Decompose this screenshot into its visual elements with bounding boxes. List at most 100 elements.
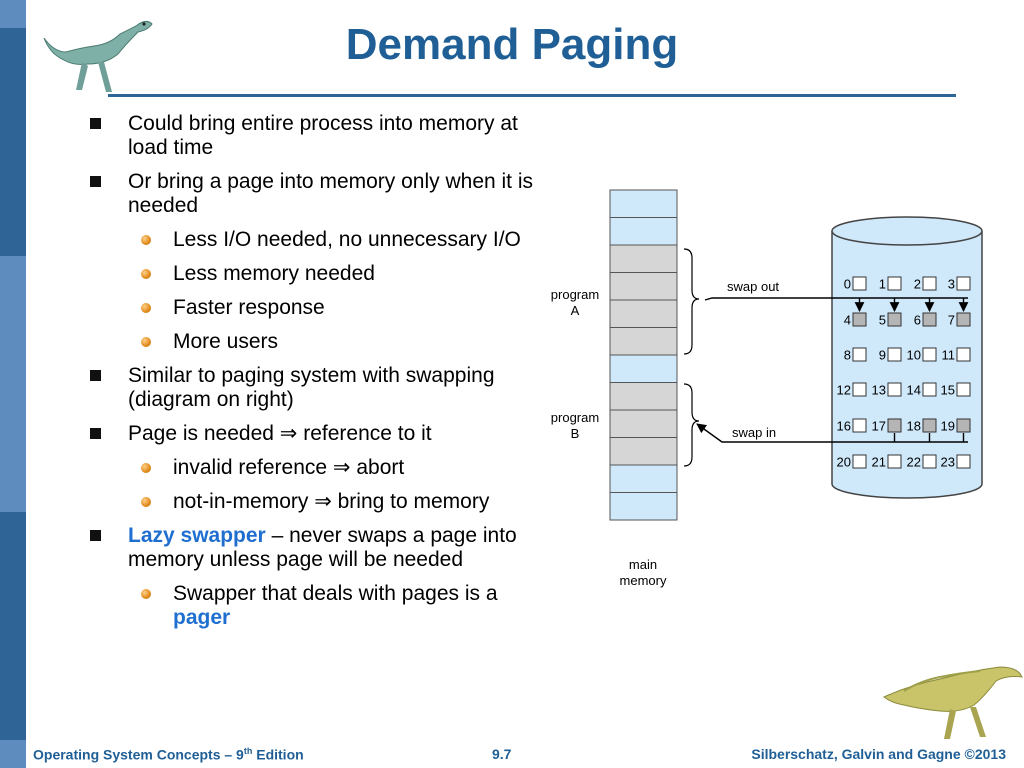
- page-number: 11: [942, 348, 956, 363]
- page-box: [852, 418, 867, 433]
- bullet-item: Page is needed ⇒ reference to it: [90, 422, 540, 446]
- page-number: 21: [872, 455, 886, 470]
- round-bullet-icon: [141, 235, 151, 245]
- sub-bullet-item: Less memory needed: [90, 262, 540, 286]
- sub-bullet-text: Less I/O needed, no unnecessary I/O: [173, 228, 521, 251]
- highlight-term: Lazy swapper: [128, 524, 266, 547]
- title-divider: [108, 94, 956, 97]
- page-box: [852, 347, 867, 362]
- page-box: [852, 454, 867, 469]
- memory-cell: [609, 327, 678, 356]
- page-number: 8: [844, 348, 851, 363]
- swap-out-label: swap out: [727, 279, 779, 294]
- square-bullet-icon: [90, 370, 101, 381]
- main-memory-label: memory: [620, 573, 667, 588]
- page-number: 19: [941, 419, 955, 434]
- dinosaur-corner-icon: [883, 666, 1023, 739]
- sub-bullet-item: Swapper that deals with pages is a pager: [90, 582, 540, 630]
- sub-bullet-text: More users: [173, 330, 279, 353]
- memory-cell: [609, 437, 678, 466]
- round-bullet-icon: [141, 303, 151, 313]
- page-box: [956, 418, 971, 433]
- swap-in-label: swap in: [732, 425, 776, 440]
- memory-cell: [609, 272, 678, 301]
- square-bullet-icon: [90, 118, 101, 129]
- sub-bullet-text: Swapper that deals with pages is a: [173, 582, 498, 605]
- footer-book-title: Operating System Concepts – 9: [33, 746, 244, 763]
- page-box: [922, 382, 937, 397]
- page-number: 4: [844, 313, 851, 328]
- memory-cell: [609, 299, 678, 328]
- page-box: [956, 347, 971, 362]
- program-b-brace: [683, 383, 700, 467]
- page-number: 17: [872, 419, 886, 434]
- page-box: [887, 418, 902, 433]
- page-box: [956, 382, 971, 397]
- page-box: [852, 276, 867, 291]
- page-number: 9: [879, 348, 886, 363]
- page-number: 2: [914, 277, 921, 292]
- round-bullet-icon: [141, 269, 151, 279]
- page-box: [922, 276, 937, 291]
- round-bullet-icon: [141, 337, 151, 347]
- square-bullet-icon: [90, 428, 101, 439]
- memory-cell: [609, 492, 678, 521]
- main-memory-label: main: [629, 557, 657, 572]
- page-number: 20: [837, 455, 851, 470]
- footer-authors: Silberschatz, Galvin and Gagne ©2013: [751, 746, 1006, 762]
- swap-in-arrow: [696, 423, 968, 443]
- bullet-list: Could bring entire process into memory a…: [90, 112, 540, 640]
- program-a-brace: [683, 248, 700, 355]
- memory-cell: [609, 354, 678, 383]
- page-box: [887, 454, 902, 469]
- memory-cell: [609, 189, 678, 218]
- page-number: 23: [941, 455, 955, 470]
- main-memory-column: [609, 189, 678, 521]
- left-sidebar-bar: [0, 0, 26, 768]
- page-box: [852, 312, 867, 327]
- page-number: 3: [948, 277, 955, 292]
- program-b-label: program: [551, 410, 599, 425]
- round-bullet-icon: [141, 497, 151, 507]
- page-box: [956, 454, 971, 469]
- footer-edition: Edition: [252, 746, 304, 763]
- round-bullet-icon: [141, 463, 151, 473]
- memory-cell: [609, 409, 678, 438]
- slide-title: Demand Paging: [345, 20, 679, 69]
- page-box: [887, 312, 902, 327]
- sidebar-band-bottom: [0, 740, 26, 768]
- bullet-item: Or bring a page into memory only when it…: [90, 170, 540, 218]
- page-number: 5: [879, 313, 886, 328]
- swap-out-arrow: [704, 297, 968, 301]
- page-number: 12: [837, 383, 851, 398]
- page-box: [956, 312, 971, 327]
- footer-slide-number: 9.7: [492, 746, 512, 762]
- page-box: [887, 382, 902, 397]
- swap-out-drops: [854, 298, 969, 312]
- sub-bullet-item: Less I/O needed, no unnecessary I/O: [90, 228, 540, 252]
- page-box: [956, 276, 971, 291]
- square-bullet-icon: [90, 176, 101, 187]
- page-number: 15: [941, 383, 955, 398]
- bullet-text: Could bring entire process into memory a…: [128, 112, 518, 159]
- memory-cell: [609, 464, 678, 493]
- memory-cell: [609, 382, 678, 411]
- program-a-label: program: [551, 287, 599, 302]
- page-number: 10: [907, 348, 921, 363]
- page-number: 18: [907, 419, 921, 434]
- page-box: [852, 382, 867, 397]
- dinosaur-logo-icon: [43, 20, 153, 92]
- page-number: 1: [879, 277, 886, 292]
- page-box: [887, 347, 902, 362]
- footer-edition-sup: th: [243, 746, 253, 756]
- sub-bullet-item: More users: [90, 330, 540, 354]
- highlight-term: pager: [173, 606, 231, 629]
- page-box: [922, 418, 937, 433]
- page-box: [922, 312, 937, 327]
- page-number: 0: [844, 277, 851, 292]
- bullet-text: Similar to paging system with swapping (…: [128, 364, 495, 411]
- bullet-item: Could bring entire process into memory a…: [90, 112, 540, 160]
- round-bullet-icon: [141, 589, 151, 599]
